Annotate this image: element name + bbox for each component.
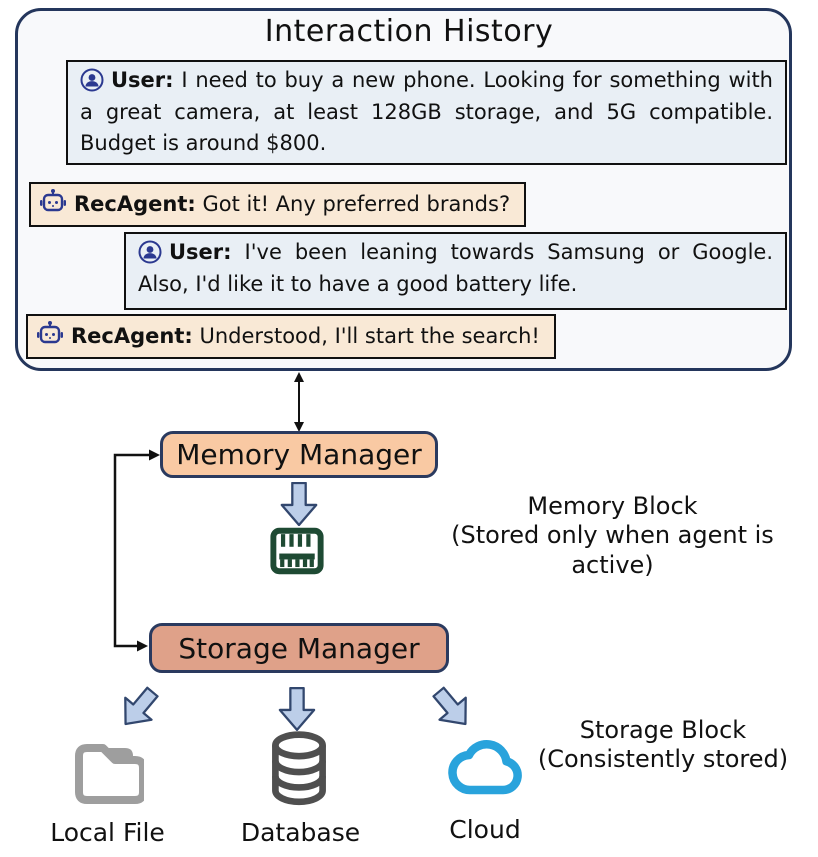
label-database: Database: [240, 818, 361, 847]
down-block-arrow-icon: [280, 482, 318, 526]
robot-icon: [40, 189, 66, 212]
cloud-icon: [448, 740, 522, 795]
ram-icon: [270, 527, 324, 575]
double-arrow-icon: [294, 372, 304, 432]
chat-message-user: User: I need to buy a new phone. Looking…: [66, 60, 787, 165]
elbow-arrow-icon: [113, 449, 160, 652]
memory-manager-label: Memory Manager: [176, 438, 422, 471]
storage-block-title: Storage Block: [579, 716, 747, 744]
memory-block-subtitle: (Stored only when agent is active): [451, 521, 774, 579]
message-text: I've been leaning towards Samsung or Goo…: [138, 240, 773, 296]
storage-manager-label: Storage Manager: [178, 631, 420, 665]
storage-block-caption: Storage Block (Consistently stored): [513, 716, 813, 775]
robot-icon: [37, 321, 63, 344]
speaker-label: User:: [169, 240, 232, 264]
down-block-arrow-icon: [432, 686, 467, 726]
message-text: Understood, I'll start the search!: [199, 324, 540, 348]
user-icon: [80, 68, 104, 92]
chat-message-agent: RecAgent: Got it! Any preferred brands?: [29, 182, 527, 227]
message-text: Got it! Any preferred brands?: [202, 192, 511, 216]
database-icon: [272, 731, 326, 806]
user-icon: [138, 240, 162, 264]
speaker-label: RecAgent:: [74, 192, 196, 216]
speaker-label: User:: [111, 68, 174, 92]
panel-title: Interaction History: [264, 14, 554, 49]
storage-block-subtitle: (Consistently stored): [537, 745, 789, 774]
chat-message-user: User: I've been leaning towards Samsung …: [124, 232, 787, 310]
memory-block-caption: Memory Block (Stored only when agent is …: [415, 492, 810, 580]
label-local-file: Local File: [50, 818, 165, 847]
message-text: I need to buy a new phone. Looking for s…: [80, 68, 773, 155]
folder-icon: [75, 744, 144, 804]
label-cloud: Cloud: [449, 815, 521, 844]
down-block-arrow-icon: [278, 687, 316, 731]
speaker-label: RecAgent:: [71, 324, 193, 348]
memory-block-title: Memory Block: [527, 492, 698, 520]
down-block-arrow-icon: [124, 686, 159, 726]
memory-manager-box: Memory Manager: [160, 431, 438, 478]
chat-message-agent: RecAgent: Understood, I'll start the sea…: [26, 314, 556, 359]
storage-manager-box: Storage Manager: [149, 623, 449, 673]
